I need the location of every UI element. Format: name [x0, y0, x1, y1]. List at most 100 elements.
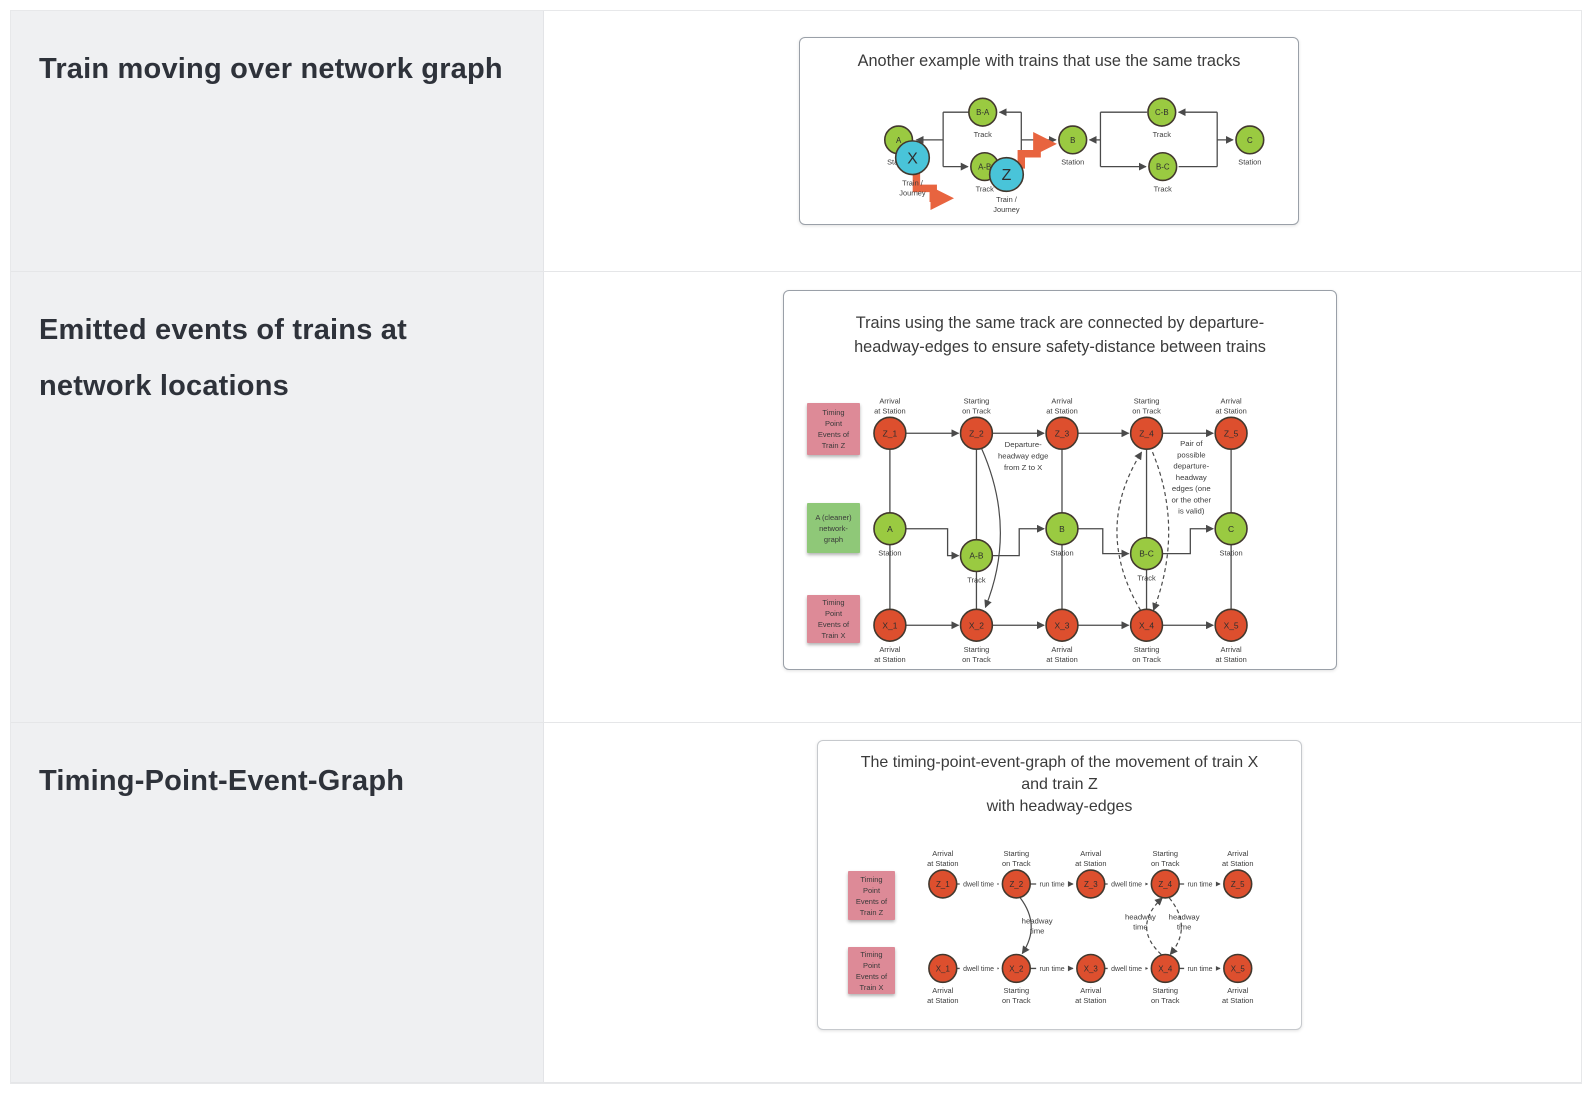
graph-node-label: X_1 — [882, 620, 897, 630]
edge-label: dwell time — [1111, 882, 1142, 889]
graph-node-X_2 — [959, 608, 994, 642]
edge-label-bg — [959, 879, 998, 889]
graph-node-B-C — [1129, 536, 1164, 571]
graph-node-label: X_5 — [1224, 620, 1239, 630]
row-heading: Timing-Point-Event-Graph — [39, 765, 405, 797]
table-row-timing-point-event-graph: Timing-Point-Event-Graph The timing-poin… — [11, 723, 1581, 1083]
row-heading-cell: Train moving over network graph — [11, 11, 544, 271]
graph-node-Z_4 — [1129, 416, 1164, 450]
node-caption: Train /Journey — [993, 195, 1020, 214]
headway-edge — [1019, 897, 1032, 955]
graph-node-Z_3 — [1045, 416, 1079, 450]
edge-label-bg — [1107, 879, 1146, 889]
graph-node-label: B — [1059, 524, 1065, 534]
documentation-page: Train moving over network graph Another … — [0, 10, 1592, 1112]
graph-node-label: X_5 — [1231, 964, 1246, 973]
headway-edge-dashed — [1168, 897, 1182, 956]
graph-node-label: Z_4 — [1158, 880, 1172, 889]
edge-label-bg — [1184, 963, 1216, 974]
edge-label-bg — [1036, 963, 1068, 974]
graph-node-label: B-C — [1156, 162, 1170, 171]
graph-node-label: Z_3 — [1055, 428, 1070, 438]
graph-node-label: Z_5 — [1231, 880, 1245, 889]
graph-node-Z_5 — [1214, 416, 1248, 450]
table-row-emitted-events: Emitted events of trains at network loca… — [11, 272, 1581, 723]
graph-node-label: B-A — [976, 108, 990, 117]
node-caption: Station — [878, 549, 901, 558]
train-movement-arrow — [1017, 131, 1057, 169]
edge-label-bg — [1036, 879, 1068, 889]
graph-node-C-B — [1147, 97, 1177, 127]
edge-label: run time — [1040, 966, 1065, 973]
edge-label-bg — [1184, 879, 1216, 889]
headway-edge — [980, 447, 1001, 609]
diagram-card-network-graph[interactable]: Another example with trains that use the… — [799, 37, 1299, 225]
row-heading: Train moving over network graph — [39, 53, 503, 85]
graph-node-Z_3 — [1076, 869, 1106, 899]
graph-node-label: C — [1228, 524, 1234, 534]
graph-edge — [1162, 524, 1214, 555]
graph-node-C — [1214, 512, 1248, 546]
graph-node-C — [1235, 125, 1265, 155]
diagram-card-timing-point-event-graph[interactable]: The timing-point-event-graph of the move… — [817, 740, 1302, 1030]
graph-node-X_1 — [873, 608, 907, 642]
headway-edge-dashed — [1151, 451, 1170, 612]
graph-node-label: Z_2 — [969, 428, 984, 438]
edge-label: dwell time — [963, 882, 994, 889]
graph-node-X_3 — [1045, 608, 1079, 642]
edge-label: run time — [1187, 966, 1212, 973]
node-caption: Train /Journey — [899, 178, 926, 197]
row-heading-cell: Emitted events of trains at network loca… — [11, 272, 544, 722]
graph-node-label: A-B — [969, 551, 983, 561]
graph-node-Z_2 — [1001, 869, 1031, 899]
graph-node-label: X_3 — [1054, 620, 1069, 630]
diagram-card-emitted-events[interactable]: Trains using the same track are connecte… — [783, 290, 1337, 670]
row-heading: Emitted events of trains at network loca… — [39, 314, 407, 402]
graph-node-X — [894, 140, 931, 176]
graph-node-label: A — [887, 524, 893, 534]
graph-node-Z_1 — [873, 416, 907, 450]
node-caption: Track — [1137, 573, 1156, 582]
graph-node-X_2 — [1001, 953, 1031, 984]
node-caption: Station — [1050, 549, 1073, 558]
headway-edge-dashed — [1146, 897, 1163, 955]
graph-node-B-A — [968, 97, 998, 127]
graph-node-A — [873, 512, 907, 546]
graph-node-X_5 — [1223, 953, 1253, 984]
diagram-cell: The timing-point-event-graph of the move… — [544, 723, 1581, 1082]
graph-node-X_4 — [1150, 953, 1180, 984]
node-caption: Track — [976, 184, 995, 193]
node-caption: Track — [974, 130, 993, 139]
sticky-note: Timing Point Events of Train X — [848, 947, 895, 994]
graph-node-X_5 — [1214, 608, 1248, 642]
graph-node-label: X_2 — [969, 620, 984, 630]
sticky-note: A (cleaner) network- graph — [807, 503, 860, 553]
graph-node-label: C — [1247, 136, 1253, 145]
node-caption: Station — [1061, 158, 1084, 167]
graph-node-X_4 — [1129, 608, 1164, 642]
graph-node-label: A-B — [978, 162, 991, 171]
graph-node-X_3 — [1076, 953, 1106, 984]
node-caption: Track — [1154, 184, 1173, 193]
graph-node-label: B — [1070, 136, 1075, 145]
graph-node-label: X_3 — [1084, 964, 1099, 973]
